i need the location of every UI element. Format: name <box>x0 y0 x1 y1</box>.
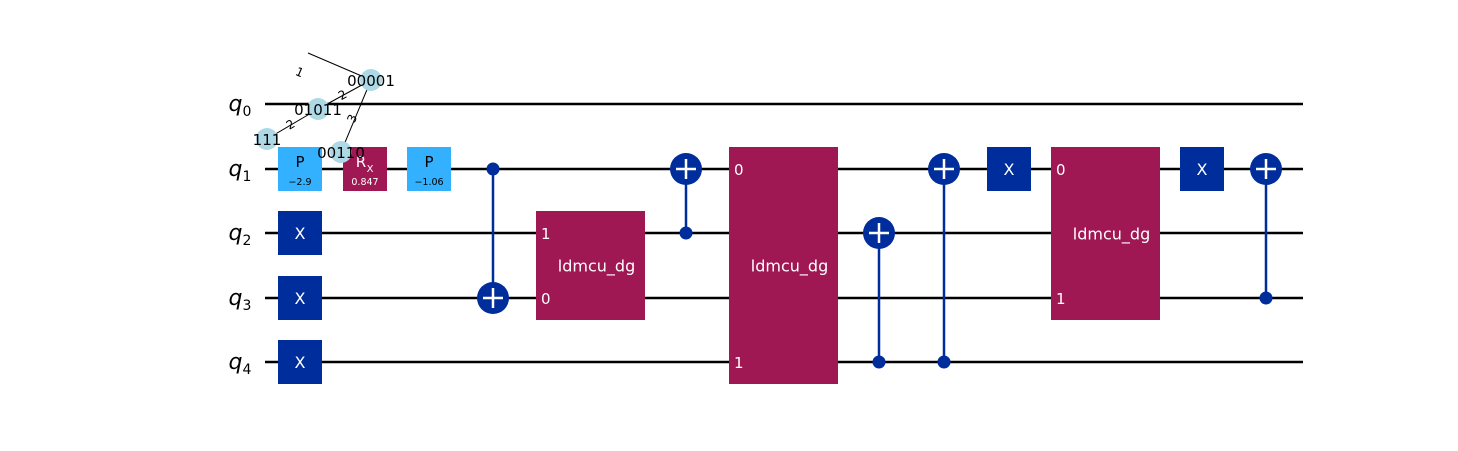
p-gate <box>407 147 451 191</box>
gate-param: −2.9 <box>288 177 311 188</box>
graph-edge-label: 3 <box>344 112 360 124</box>
cnot-control-dot <box>872 355 886 369</box>
qubit-label-index: 3 <box>243 298 252 314</box>
p-gate <box>278 147 322 191</box>
qubit-label-name: q <box>229 221 243 246</box>
graph-edge <box>340 79 372 153</box>
graph-node-label: 01011 <box>294 101 342 119</box>
gate-subscript: X <box>367 164 374 175</box>
graph-node-label: 111 <box>253 131 282 149</box>
qubit-label-1: q1 <box>229 157 252 185</box>
qubit-label-index: 2 <box>243 233 252 249</box>
qubit-label-index: 0 <box>243 104 252 120</box>
x-gate <box>278 340 322 384</box>
cnot-control-dot <box>486 162 500 176</box>
qubit-label-0: q0 <box>229 92 252 120</box>
x-gate <box>278 211 322 255</box>
cnot-control-dot <box>937 355 951 369</box>
qubit-label-name: q <box>229 350 243 375</box>
qubit-label-4: q4 <box>229 350 252 378</box>
x-gate <box>1180 147 1224 191</box>
qubit-label-2: q2 <box>229 221 252 249</box>
qubit-label-name: q <box>229 92 243 117</box>
graph-edge-label: 1 <box>293 64 306 80</box>
cnot-control-dot <box>1259 291 1273 305</box>
graph-node <box>256 128 278 150</box>
unitary-label: ldmcu_dg <box>751 257 828 277</box>
unitary-port-label: 0 <box>541 290 551 308</box>
unitary-port-label: 0 <box>734 161 744 179</box>
graph-node <box>307 98 329 120</box>
unitary-port-label: 1 <box>1056 290 1066 308</box>
graph-edge <box>307 52 372 81</box>
qubit-label-3: q3 <box>229 286 252 314</box>
qubit-label-name: q <box>229 286 243 311</box>
gate-param: 0.847 <box>351 177 378 188</box>
qubit-label-index: 1 <box>243 169 252 185</box>
unitary-port-label: 1 <box>541 225 551 243</box>
unitary-label: ldmcu_dg <box>1073 225 1150 245</box>
gate-label: P <box>424 153 433 171</box>
gate-label: X <box>1197 160 1208 179</box>
qubit-label-name: q <box>229 157 243 182</box>
graph-node <box>360 69 382 91</box>
x-gate <box>987 147 1031 191</box>
cnot-control-dot <box>679 226 693 240</box>
graph-node-label: 00110 <box>317 144 365 162</box>
unitary-box <box>1051 147 1160 320</box>
gate-label: X <box>295 289 306 308</box>
gate-label: P <box>295 153 304 171</box>
graph-node-label: 00001 <box>347 72 395 90</box>
x-gate <box>278 276 322 320</box>
gate-connectors <box>477 153 1282 369</box>
gate-param: −1.06 <box>414 177 443 188</box>
qubit-label-index: 4 <box>243 362 252 378</box>
unitary-port-label: 0 <box>1056 161 1066 179</box>
unitary-box <box>729 147 838 384</box>
gate-label: R <box>356 153 366 171</box>
gate-label: X <box>295 224 306 243</box>
unitary-box <box>536 211 645 320</box>
graph-node <box>330 141 352 163</box>
gate-label: X <box>295 353 306 372</box>
unitary-port-label: 1 <box>734 354 744 372</box>
gate-label: X <box>1004 160 1015 179</box>
unitary-label: ldmcu_dg <box>558 257 635 277</box>
